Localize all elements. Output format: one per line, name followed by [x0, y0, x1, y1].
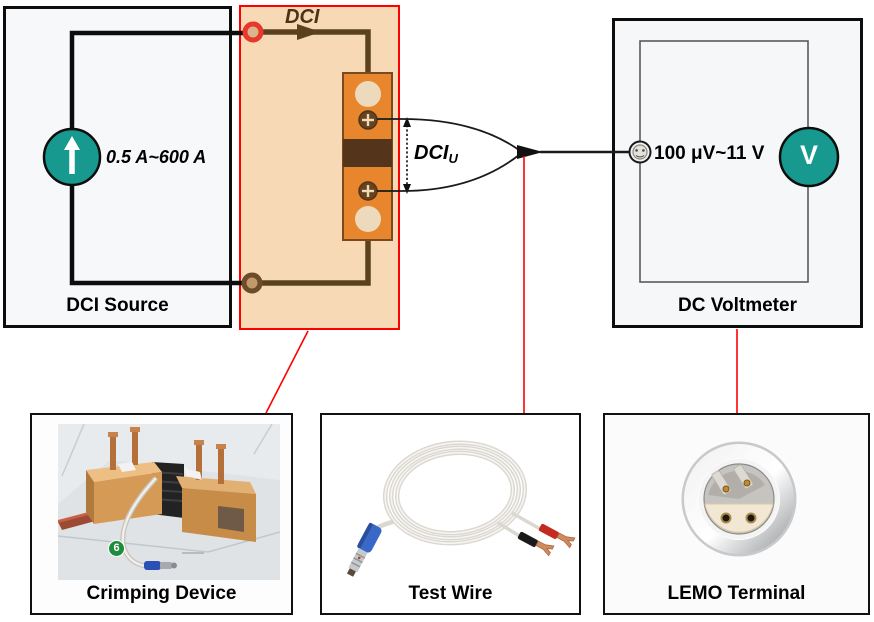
- dciu-main: DCI: [414, 142, 449, 164]
- black-sleeve-spade: [517, 531, 555, 557]
- dci-flow-label: DCI: [285, 6, 320, 28]
- dc-voltmeter-box: DC Voltmeter: [612, 18, 863, 328]
- test-wire-photo: [346, 440, 576, 577]
- source-range-label: 0.5 A~600 A: [106, 147, 207, 167]
- crimping-device-label: Crimping Device: [86, 583, 237, 604]
- sense-cable: [120, 476, 204, 570]
- spade-leads: [497, 511, 576, 557]
- voltmeter-range-label: 100 μV~11 V: [654, 143, 765, 164]
- lemo-face: [681, 441, 797, 557]
- lemo-terminal-photo: [681, 441, 797, 557]
- crimping-highlight-region: [239, 5, 400, 330]
- wire-arrowhead-icon: [517, 145, 543, 159]
- bolts: [108, 427, 226, 484]
- wire-coil: [382, 440, 528, 546]
- dc-voltmeter-label: DC Voltmeter: [678, 295, 797, 316]
- test-wire-label: Test Wire: [408, 583, 493, 604]
- copper-block-right: [176, 476, 256, 542]
- cable-plug-blue: [144, 561, 161, 570]
- dci-source-label: DCI Source: [66, 295, 169, 316]
- crimping-device-photo: [58, 424, 280, 580]
- callout-line-crimping: [265, 330, 309, 414]
- voltmeter-symbol: V: [799, 140, 818, 170]
- step-badge: 6: [108, 540, 125, 557]
- lemo-terminal-card: LEMO Terminal: [603, 413, 870, 615]
- dciu-subscript: U: [448, 151, 458, 166]
- keyed-insert: [704, 503, 774, 533]
- voltage-span-arrow-icon: [403, 117, 411, 194]
- crimping-device-card: 6 Crimping Device: [30, 413, 293, 615]
- lemo-terminal-label: LEMO Terminal: [667, 583, 806, 604]
- copper-block-left: [86, 462, 162, 524]
- red-sleeve-spade: [538, 523, 576, 549]
- pin-sockets-top: [711, 464, 754, 496]
- dciu-label: DCIU: [414, 142, 458, 166]
- test-wire-card: Test Wire: [320, 413, 581, 615]
- lemo-plug: [346, 519, 395, 577]
